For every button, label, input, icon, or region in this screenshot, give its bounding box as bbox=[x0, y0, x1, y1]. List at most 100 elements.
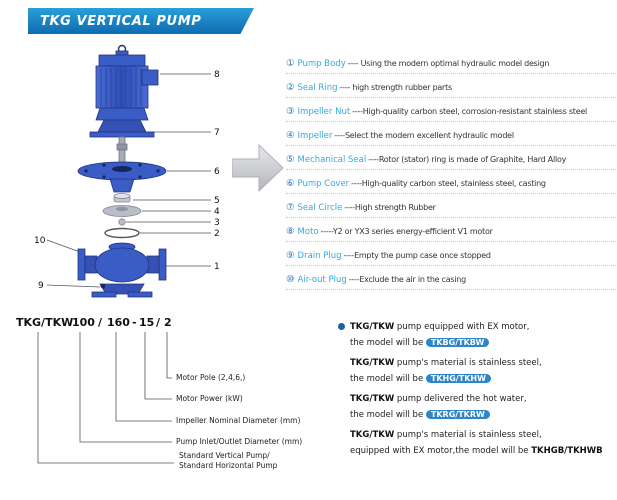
callout-number-2: 2 bbox=[214, 229, 220, 239]
terminal-box bbox=[141, 69, 159, 86]
transition-arrow-icon bbox=[232, 143, 284, 193]
pump-shaft bbox=[116, 136, 128, 164]
part-name: Moto bbox=[297, 227, 319, 237]
model-chip: TKRG/TKRW bbox=[425, 410, 490, 419]
part-description: ----High-quality carbon steel, corrosion… bbox=[352, 107, 588, 116]
page-title-banner: TKG VERTICAL PUMP bbox=[28, 8, 254, 34]
part-number-icon: ⑦ bbox=[286, 202, 295, 213]
part-name: Seal Ring bbox=[297, 83, 338, 93]
note-model-prefix: TKG/TKW bbox=[350, 430, 395, 440]
part-description: ----Select the modern excellent hydrauli… bbox=[334, 131, 514, 140]
part-description: ----Empty the pump case once stopped bbox=[343, 251, 492, 260]
note-text: the model will be bbox=[350, 410, 426, 420]
motor bbox=[89, 44, 159, 138]
part-number-icon: ③ bbox=[286, 106, 295, 117]
callout-number-1: 1 bbox=[214, 262, 220, 272]
note-text: the model will be bbox=[350, 338, 426, 348]
part-description: -----Y2 or YX3 series energy-efficient V… bbox=[320, 227, 493, 236]
model-code-segment: 15 bbox=[139, 316, 155, 329]
model-key-label: Standard Vertical Pump/ bbox=[179, 451, 270, 460]
pump-exploded-diagram: 8 7 6 5 4 3 2 10 1 9 bbox=[34, 44, 220, 298]
bullet-icon bbox=[338, 323, 345, 330]
callout-number-5: 5 bbox=[214, 196, 220, 206]
pump-cover bbox=[77, 161, 167, 193]
note-text: the model will be bbox=[350, 374, 426, 384]
note-item: TKG/TKW pump's material is stainless ste… bbox=[338, 429, 614, 457]
model-code-segment: TKG/TKW bbox=[16, 316, 74, 329]
page-title: TKG VERTICAL PUMP bbox=[40, 13, 202, 29]
part-description: ----Exclude the air in the casing bbox=[348, 275, 466, 284]
note-text: equipped with EX motor,the model will be bbox=[350, 446, 532, 456]
part-description: ----Rotor (stator) ring is made of Graph… bbox=[368, 155, 567, 164]
motor-flange bbox=[89, 131, 155, 138]
part-name: Impeller bbox=[297, 131, 333, 141]
note-line: the model will be TKRG/TKRW bbox=[350, 409, 614, 421]
model-code: TKG/TKW 100 / 160 - 15 / 2 bbox=[0, 316, 200, 332]
part-number-icon: ⑨ bbox=[286, 250, 295, 261]
notes: TKG/TKW pump equipped with EX motor, the… bbox=[338, 321, 614, 465]
model-code-segment: / bbox=[156, 316, 161, 329]
model-key-lines bbox=[37, 332, 174, 464]
note-item: TKG/TKW pump delivered the hot water, th… bbox=[338, 393, 614, 421]
pump-casing bbox=[77, 242, 167, 298]
note-line: equipped with EX motor,the model will be… bbox=[350, 445, 614, 457]
note-item: TKG/TKW pump equipped with EX motor, the… bbox=[338, 321, 614, 349]
model-code-segment: 160 bbox=[107, 316, 130, 329]
note-line: the model will be TKHG/TKHW bbox=[350, 373, 614, 385]
part-description: ----High-quality carbon steel, stainless… bbox=[351, 179, 546, 188]
callout-number-9: 9 bbox=[38, 281, 44, 291]
model-key-label: Standard Horizontal Pump bbox=[179, 461, 278, 470]
callout-number-4: 4 bbox=[214, 207, 220, 217]
note-model-prefix: TKG/TKW bbox=[350, 394, 395, 404]
part-name: Pump Cover bbox=[297, 179, 350, 189]
part-name: Seal Circle bbox=[297, 203, 343, 213]
model-key-label: Motor Power (kW) bbox=[176, 394, 243, 403]
model-key-label: Pump Inlet/Outlet Diameter (mm) bbox=[176, 437, 303, 446]
part-number-icon: ⑤ bbox=[286, 154, 295, 165]
model-code-segment: / bbox=[98, 316, 103, 329]
note-line: the model will be TKBG/TKBW bbox=[350, 337, 614, 349]
seal-circle-oring bbox=[104, 227, 140, 239]
part-description: ---- high strength rubber parts bbox=[339, 83, 452, 92]
note-line: TKG/TKW pump's material is stainless ste… bbox=[350, 429, 614, 441]
part-number-icon: ⑥ bbox=[286, 178, 295, 189]
part-name: Pump Body bbox=[297, 59, 346, 69]
model-key-label: Motor Pole (2,4,6,) bbox=[176, 373, 246, 382]
callout-number-10: 10 bbox=[34, 236, 46, 246]
part-number-icon: ① bbox=[286, 58, 295, 69]
callout-number-6: 6 bbox=[214, 167, 220, 177]
part-description: ---- Using the modern optimal hydraulic … bbox=[347, 59, 550, 68]
model-chip: TKHG/TKHW bbox=[425, 374, 491, 383]
note-text: pump's material is stainless steel, bbox=[394, 358, 542, 368]
callout-number-8: 8 bbox=[214, 70, 220, 80]
part-number-icon: ② bbox=[286, 82, 295, 93]
part-name: Air-out Plug bbox=[297, 275, 347, 285]
note-line: TKG/TKW pump delivered the hot water, bbox=[350, 393, 614, 405]
impeller-nut bbox=[118, 218, 126, 226]
callout-number-7: 7 bbox=[214, 128, 220, 138]
mechanical-seal bbox=[113, 193, 131, 203]
impeller bbox=[102, 205, 142, 217]
part-number-icon: ⑧ bbox=[286, 226, 295, 237]
note-model-prefix: TKG/TKW bbox=[350, 322, 395, 332]
note-model-prefix: TKG/TKW bbox=[350, 358, 395, 368]
note-item: TKG/TKW pump's material is stainless ste… bbox=[338, 357, 614, 385]
part-description: ----High strength Rubber bbox=[344, 203, 436, 212]
note-text: pump delivered the hot water, bbox=[394, 394, 527, 404]
model-code-segment: 100 bbox=[72, 316, 95, 329]
note-model-code: TKHGB/TKHWB bbox=[531, 446, 603, 456]
note-line: TKG/TKW pump equipped with EX motor, bbox=[350, 321, 614, 333]
note-text: pump equipped with EX motor, bbox=[394, 322, 530, 332]
part-name: Impeller Nut bbox=[297, 107, 351, 117]
part-name: Drain Plug bbox=[297, 251, 342, 261]
